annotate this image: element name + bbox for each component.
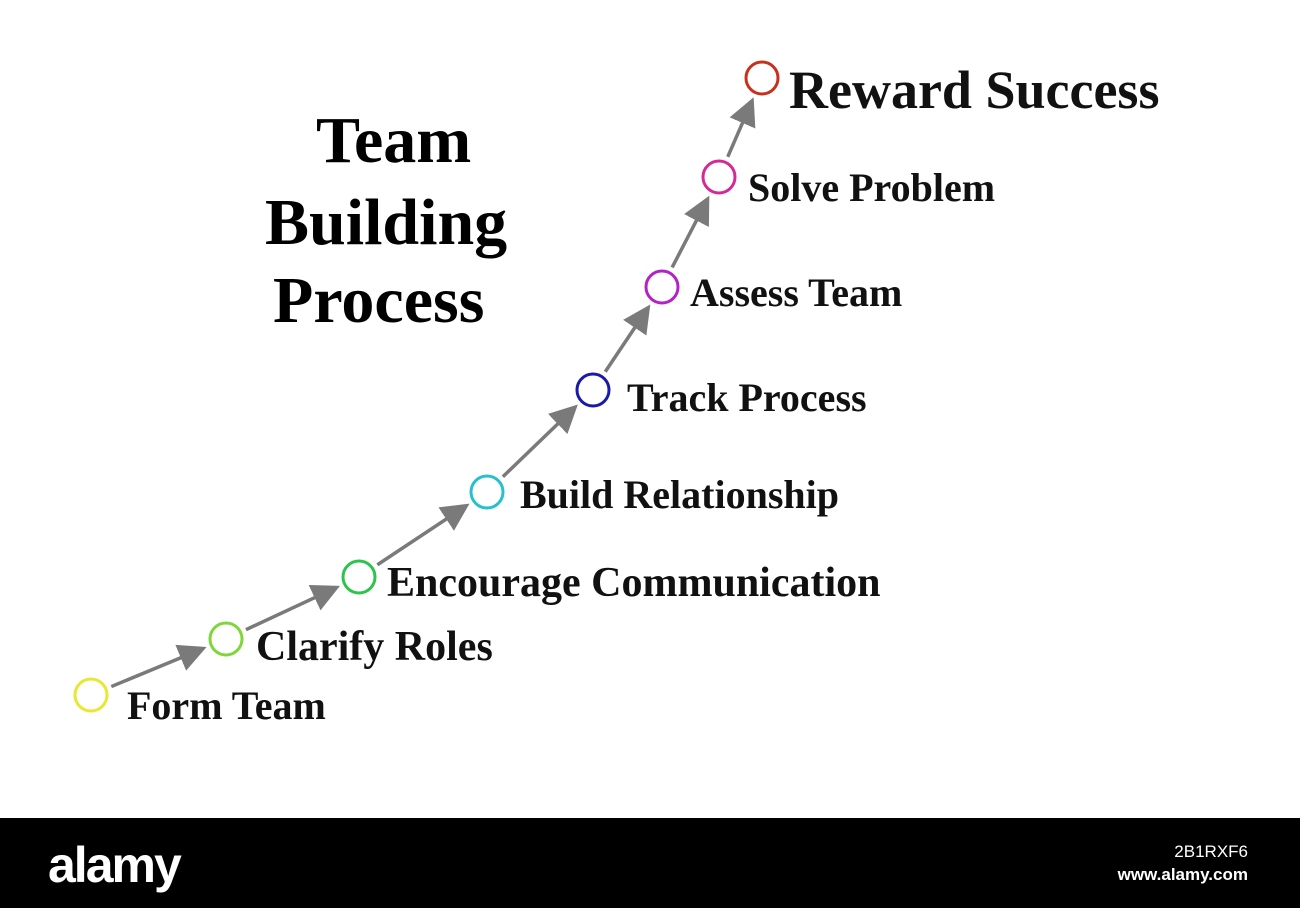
brand-logo: alamy (48, 837, 182, 893)
step-arrow-1 (110, 644, 207, 689)
step-circle-3 (341, 559, 377, 595)
team-building-diagram: Team Building Process Form Team Clarify … (73, 60, 1160, 728)
step-arrow-4 (501, 404, 578, 479)
step-circle-5 (575, 372, 611, 408)
step-circle-7 (701, 159, 737, 195)
step-label-reward-success: Reward Success (789, 60, 1160, 120)
step-circle-4 (469, 474, 505, 510)
step-circle-1 (73, 677, 109, 713)
watermark-bar: alamy 2B1RXF6 www.alamy.com (0, 818, 1300, 908)
step-label-clarify-roles: Clarify Roles (256, 624, 493, 670)
image-id: 2B1RXF6 (1174, 842, 1248, 861)
step-circle-6 (644, 269, 680, 305)
step-arrow-2 (245, 585, 340, 632)
title-line-3: Process (273, 264, 485, 337)
title-line-2: Building (265, 186, 508, 259)
site-url: www.alamy.com (1117, 865, 1248, 884)
step-label-form-team: Form Team (127, 683, 326, 728)
step-arrow-5 (603, 304, 651, 373)
step-label-assess-team: Assess Team (690, 270, 903, 315)
step-circle-2 (208, 621, 244, 657)
step-arrow-3 (376, 503, 470, 567)
step-label-solve-problem: Solve Problem (748, 165, 996, 210)
title-line-1: Team (316, 104, 472, 177)
step-arrow-6 (670, 195, 710, 269)
step-circle-8 (744, 60, 780, 96)
step-arrow-7 (726, 97, 756, 158)
step-label-track-process: Track Process (627, 375, 867, 420)
step-label-encourage-communication: Encourage Communication (387, 560, 881, 606)
process-steps (73, 60, 780, 713)
step-label-build-relationship: Build Relationship (520, 472, 840, 517)
